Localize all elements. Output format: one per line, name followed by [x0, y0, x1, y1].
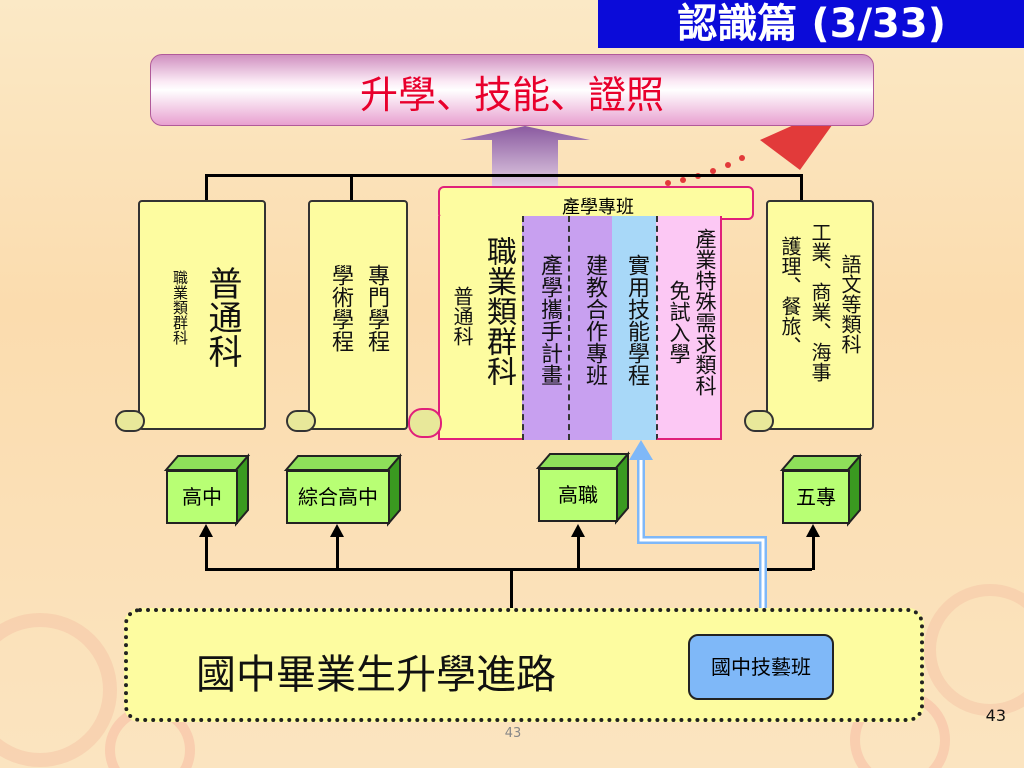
bottom-main-text: 國中畢業生升學進路: [196, 652, 556, 698]
goal-banner-text: 升學、技能、證照: [359, 73, 664, 117]
strip-practical-skills: 實用技能學程: [612, 216, 656, 440]
vocational-scroll: 職業類群科 普通科: [438, 216, 524, 440]
school-junior-college: 五專: [782, 470, 850, 524]
comprehensive-scroll: 專門學程 學術學程: [308, 200, 408, 430]
junior-college-scroll: 語文等類科 工業、商業、海事 護理、餐旅、: [766, 200, 874, 430]
school-senior-high: 高中: [166, 470, 238, 524]
vocational-sub-text: 普通科: [450, 286, 474, 346]
school-vocational: 高職: [538, 468, 618, 522]
goal-banner: [150, 54, 874, 126]
bottom-connector: [205, 568, 812, 571]
jc-col3: 護理、餐旅、: [778, 236, 802, 356]
school-comprehensive: 綜合高中: [286, 470, 390, 524]
jc-col2: 工業、商業、海事: [808, 222, 832, 382]
general-scroll: 普通科 職業類群科: [138, 200, 266, 430]
strip-coop-class: 建教合作專班: [568, 216, 612, 440]
page-number: 43: [985, 706, 1006, 725]
up-arrow: [460, 126, 590, 202]
general-main-text: 普通科: [202, 266, 242, 368]
skill-class-box: 國中技藝班: [688, 634, 834, 700]
footer-number: 43: [504, 726, 522, 741]
strip-industry-academia: 產學攜手計畫: [522, 216, 568, 440]
comprehensive-col2: 學術學程: [328, 264, 353, 352]
jc-col1: 語文等類科: [838, 254, 862, 354]
top-connector: [205, 174, 801, 177]
comprehensive-col1: 專門學程: [364, 264, 389, 352]
slide-title: 認識篇 (3/33): [598, 0, 1024, 48]
vocational-main-text: 職業類群科: [481, 236, 516, 386]
industry-class-header: 產學專班: [562, 197, 634, 218]
strip-special-needs: 產業特殊需求類科 免試入學: [656, 216, 722, 440]
general-sub-text: 職業類群科: [171, 270, 189, 345]
